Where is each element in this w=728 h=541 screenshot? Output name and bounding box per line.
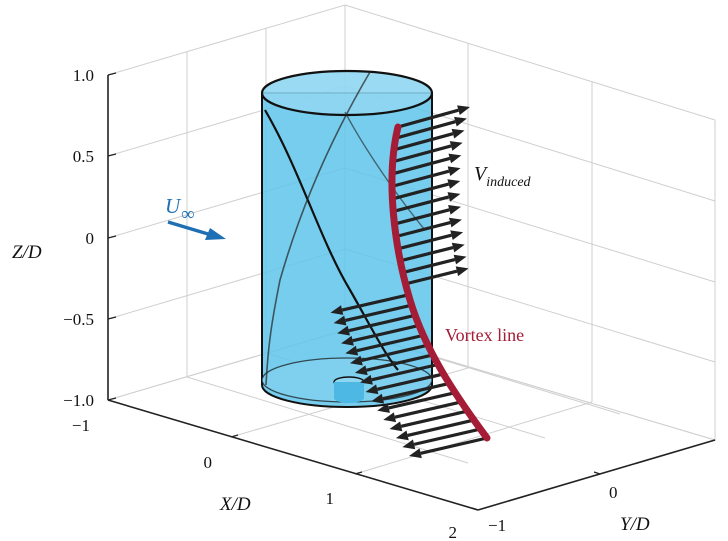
induced-arrow bbox=[397, 230, 464, 251]
induced-arrow bbox=[409, 436, 488, 459]
induced-arrow bbox=[395, 418, 475, 441]
induced-arrow bbox=[392, 141, 463, 164]
induced-arrow bbox=[360, 362, 439, 385]
svg-text:0: 0 bbox=[204, 453, 213, 472]
y-tick-labels: −1 0 bbox=[488, 483, 618, 535]
induced-arrow bbox=[402, 427, 481, 450]
induced-arrow bbox=[391, 179, 461, 201]
tick-marks bbox=[107, 72, 601, 511]
induced-arrow bbox=[395, 217, 462, 239]
induced-arrow bbox=[393, 128, 465, 152]
svg-text:1: 1 bbox=[326, 489, 335, 508]
shaft-body bbox=[334, 382, 364, 403]
induced-arrow bbox=[391, 153, 462, 176]
freestream-label: U∞ bbox=[165, 194, 195, 225]
z-tick-labels: 1.0 0.5 0 −0.5 −1.0 bbox=[63, 66, 94, 410]
induced-arrow bbox=[391, 166, 461, 188]
induced-arrow bbox=[365, 372, 444, 395]
helical-blade-back bbox=[265, 71, 371, 386]
z-axis-label: Z/D bbox=[12, 242, 42, 263]
induced-arrow bbox=[383, 400, 462, 423]
freestream-arrow bbox=[167, 220, 226, 240]
svg-text:2: 2 bbox=[449, 523, 458, 541]
svg-text:0: 0 bbox=[86, 229, 95, 248]
svg-text:0: 0 bbox=[609, 483, 618, 502]
induced-arrow bbox=[397, 105, 470, 129]
induced-arrow bbox=[402, 254, 467, 275]
induced-arrow bbox=[399, 242, 465, 263]
induced-arrow bbox=[330, 293, 409, 315]
induced-arrow bbox=[333, 303, 412, 326]
svg-text:1.0: 1.0 bbox=[73, 66, 94, 85]
cylinder bbox=[260, 69, 434, 408]
helical-blade-front bbox=[264, 109, 399, 371]
induced-arrow bbox=[389, 409, 468, 432]
induced-arrow bbox=[371, 381, 450, 404]
induced-arrow bbox=[395, 116, 467, 140]
induced-arrow bbox=[377, 391, 456, 413]
svg-text:−1.0: −1.0 bbox=[63, 391, 94, 410]
svg-text:0.5: 0.5 bbox=[73, 147, 94, 166]
induced-arrow bbox=[394, 204, 461, 226]
svg-text:−0.5: −0.5 bbox=[63, 310, 94, 329]
vortex-line-label: Vortex line bbox=[445, 325, 524, 345]
induced-arrow bbox=[345, 333, 424, 356]
induced-arrow bbox=[337, 313, 416, 336]
induced-arrow bbox=[349, 343, 429, 366]
svg-text:−1: −1 bbox=[488, 516, 506, 535]
cylinder-top-cap bbox=[260, 69, 434, 117]
x-tick-labels: −1 0 1 2 bbox=[72, 416, 457, 541]
induced-arrow bbox=[341, 323, 420, 346]
induced-velocity-arrows bbox=[330, 105, 488, 459]
y-axis-label: Y/D bbox=[620, 514, 650, 535]
svg-text:−1: −1 bbox=[72, 416, 90, 435]
induced-arrow bbox=[392, 192, 461, 214]
induced-arrow bbox=[405, 266, 469, 286]
induced-arrow bbox=[354, 353, 434, 376]
vortex-line bbox=[388, 123, 491, 442]
induced-velocity-label: Vinduced bbox=[474, 163, 532, 190]
x-axis-label: X/D bbox=[219, 494, 251, 515]
